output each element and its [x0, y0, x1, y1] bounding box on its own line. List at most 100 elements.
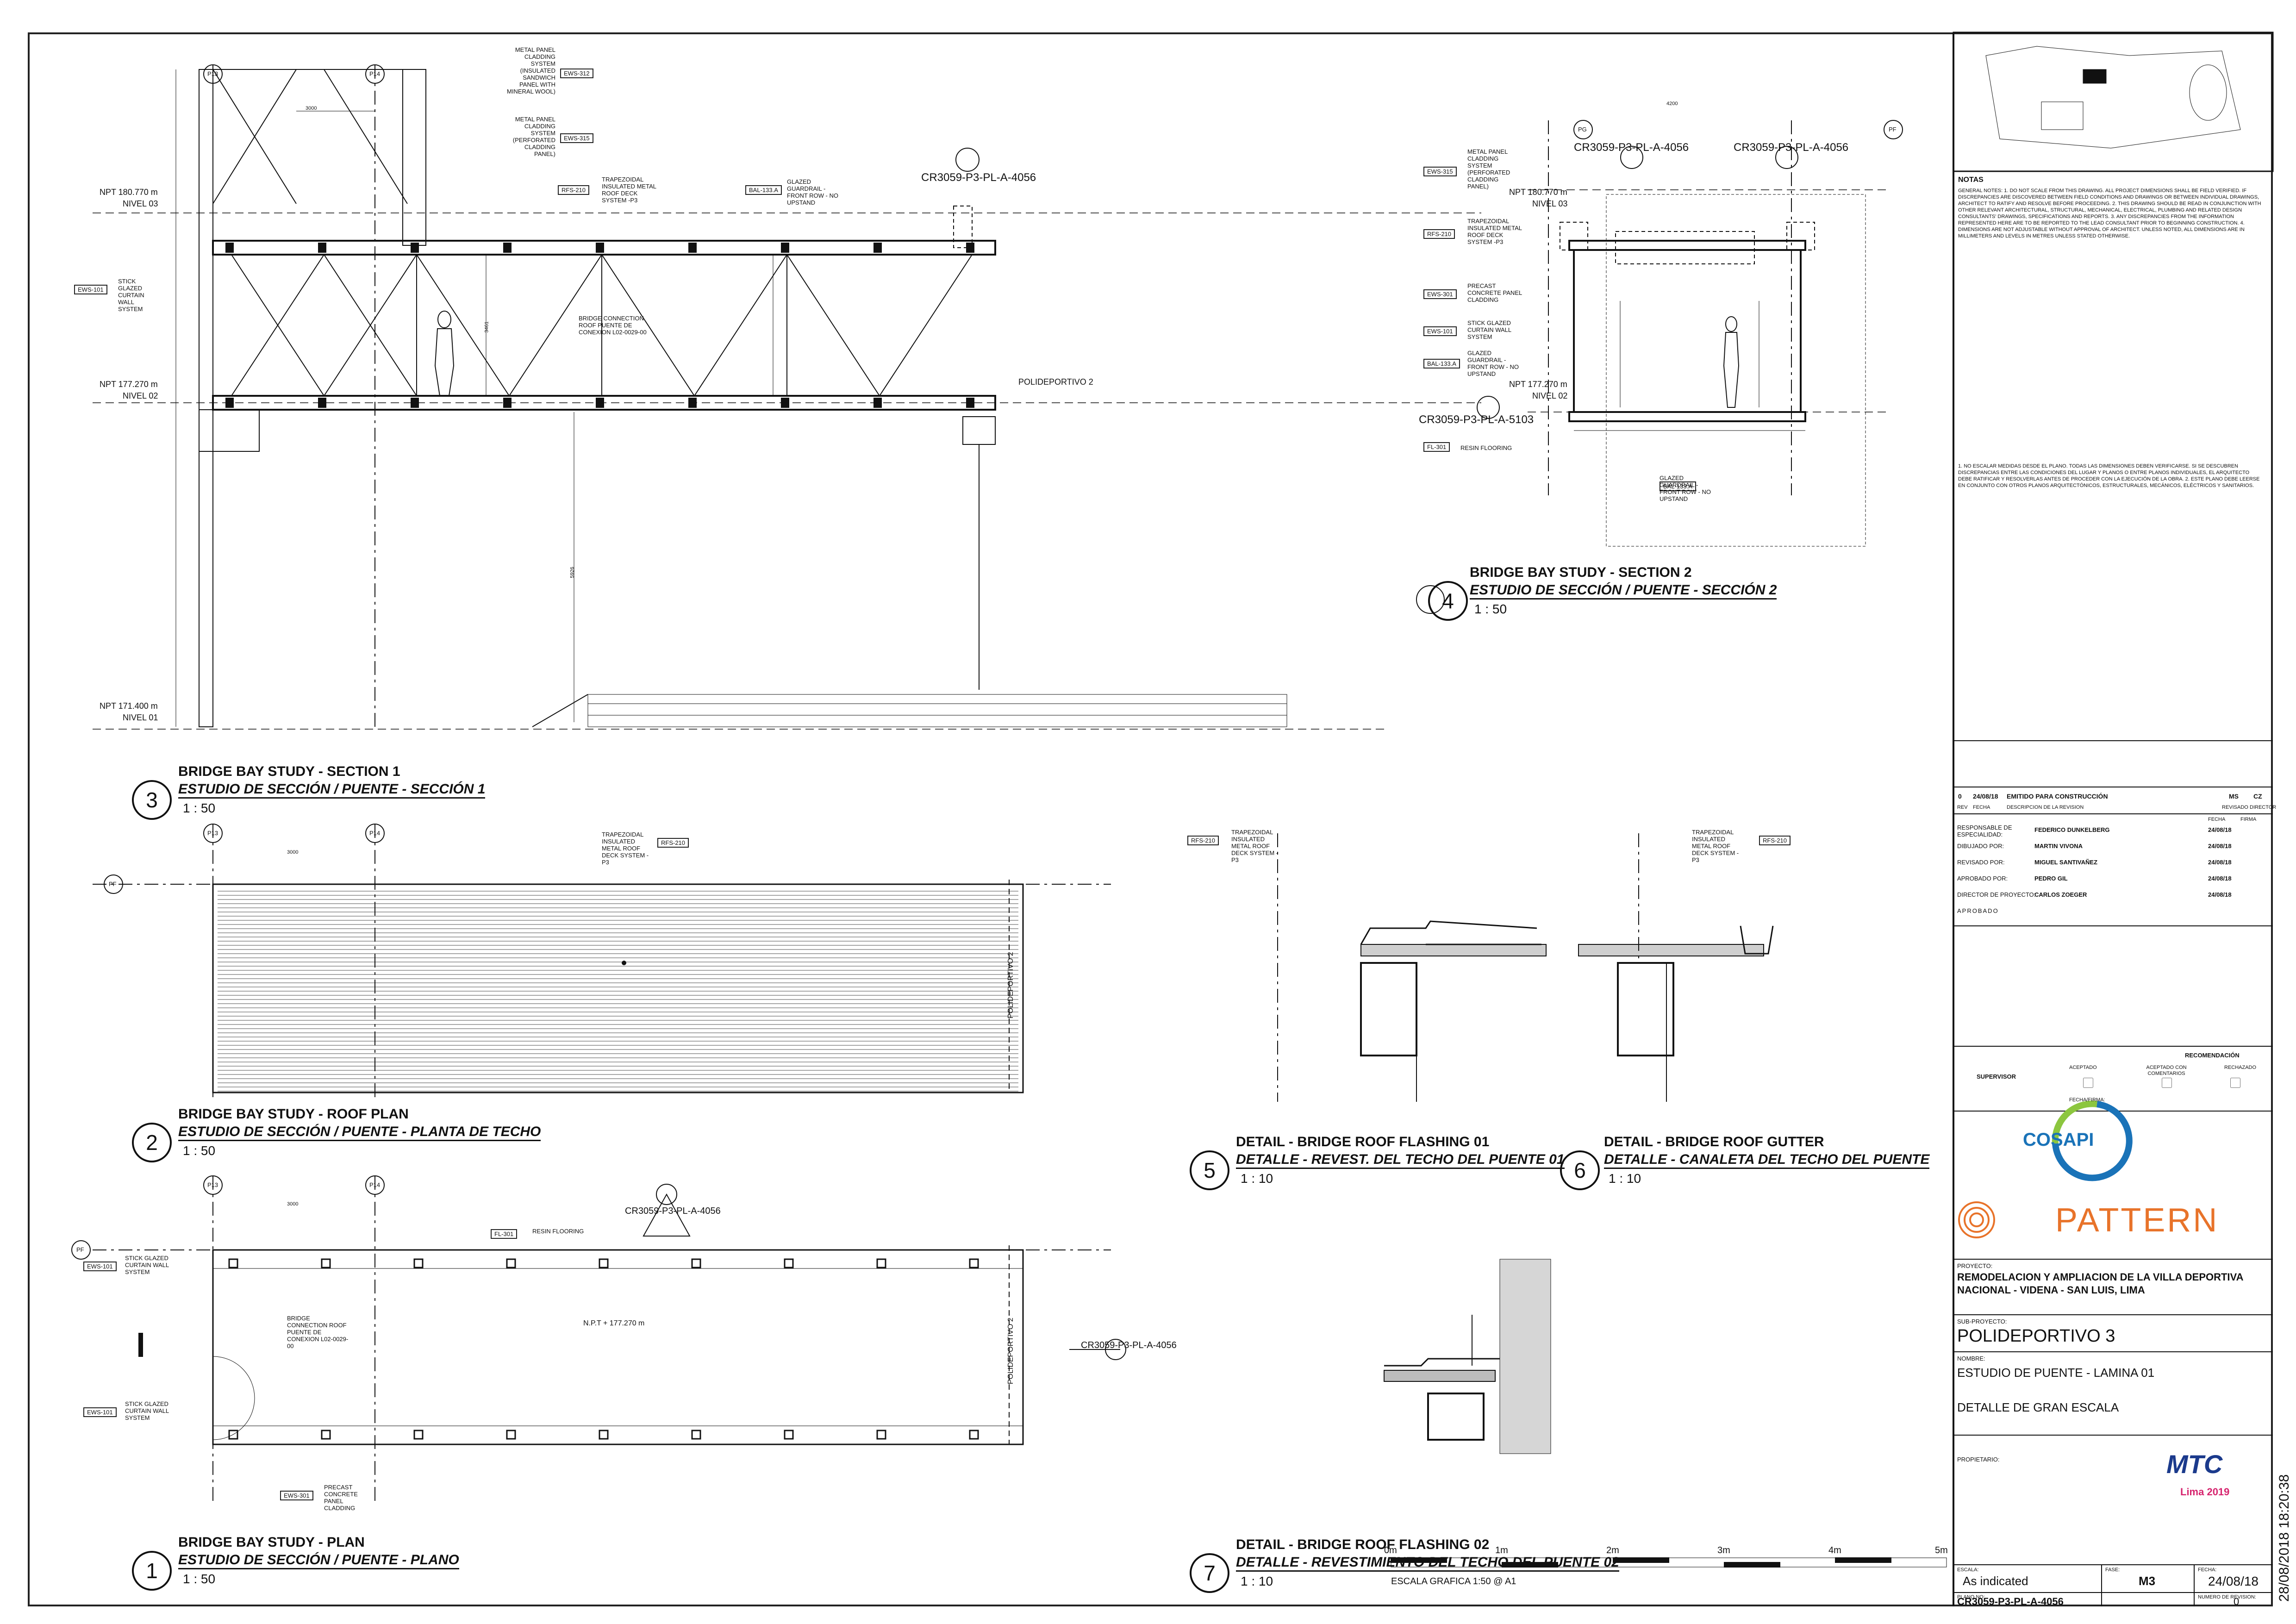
rev-hdr-director: DIRECTOR	[2250, 805, 2277, 810]
supervisor-aceptado: ACEPTADO	[2069, 1065, 2097, 1070]
drawing-frame	[28, 32, 2273, 1606]
subproyecto-label: SUB-PROYECTO:	[1957, 1318, 2007, 1325]
label-stick-glazed-pl1: STICK GLAZED CURTAIN WALL SYSTEM	[125, 1255, 169, 1275]
level-n03-value: NPT 180.770 m	[100, 187, 158, 197]
plan-drawing	[71, 1175, 1126, 1505]
scale-bar-graphic	[1391, 1557, 1947, 1568]
dim-3461-s1: 3461	[484, 321, 490, 333]
rev-desc: EMITIDO PARA CONSTRUCCIÓN	[2007, 793, 2108, 800]
signoff-role-4: DIRECTOR DE PROYECTO:	[1957, 891, 2036, 898]
signoff-role-3: APROBADO POR:	[1957, 875, 2008, 882]
lima2019-logo: Lima 2019	[2180, 1486, 2230, 1498]
label-glazed-guard-s2b: GLAZED GUARDRAIL - FRONT ROW - NO UPSTAN…	[1660, 475, 1711, 502]
label-bridge-conn-s1: BRIDGE CONNECTION ROOF PUENTE DE CONEXIO…	[579, 315, 647, 336]
scale-tick-2: 2m	[1606, 1545, 1619, 1555]
grid-pf-pl: PF	[76, 1246, 84, 1253]
tag-ews315: EWS-315	[560, 133, 593, 143]
detail5-drawing	[1277, 833, 1547, 1102]
tag-ews301-s2: EWS-301	[1423, 289, 1457, 299]
view7-title-en: DETAIL - BRIDGE ROOF FLASHING 02	[1236, 1537, 1490, 1552]
print-timestamp: 28/08/2018 18:20:38	[2277, 1474, 2292, 1602]
view2-scale: 1 : 50	[183, 1143, 216, 1158]
s2-level-n02-value: NPT 177.270 m	[1509, 380, 1567, 389]
tag-bal133-s2: BAL-133.A	[1423, 359, 1460, 369]
notes-en: GENERAL NOTES: 1. DO NOT SCALE FROM THIS…	[1958, 188, 2261, 239]
supervisor-aceptado-checkbox[interactable]	[2083, 1078, 2093, 1088]
view1-scale: 1 : 50	[183, 1572, 216, 1586]
view4-title-es: ESTUDIO DE SECCIÓN / PUENTE - SECCIÓN 2	[1470, 582, 1777, 600]
nombre-line1: ESTUDIO DE PUENTE - LAMINA 01	[1957, 1366, 2155, 1380]
fecha-label: FECHA:	[2198, 1567, 2217, 1573]
signoff-name-3: PEDRO GIL	[2034, 875, 2068, 882]
supervisor-recomendacion: RECOMENDACIÓN	[2185, 1052, 2240, 1059]
label-poli2-pl: POLIDEPORTIVO 2	[1007, 1318, 1015, 1384]
tag-bal133-s1: BAL-133.A	[745, 185, 782, 195]
level-n01-name: NIVEL 01	[123, 713, 158, 722]
signoff-role-2: REVISADO POR:	[1957, 859, 2005, 866]
label-resin-s2: RESIN FLOORING	[1460, 444, 1512, 451]
view3-number: 3	[132, 780, 172, 820]
supervisor-fecha-firma: FECHA/FIRMA:	[2069, 1097, 2105, 1103]
supervisor-rechazado-checkbox[interactable]	[2230, 1078, 2240, 1088]
label-trap-roof-d6: TRAPEZOIDAL INSULATED METAL ROOF DECK SY…	[1692, 829, 1739, 863]
numrev-label: NUMERO DE REVISION:	[2198, 1594, 2256, 1600]
label-glazed-guard-s1: GLAZED GUARDRAIL - FRONT ROW - NO UPSTAN…	[787, 178, 838, 206]
view4-title-en: BRIDGE BAY STUDY - SECTION 2	[1470, 565, 1692, 580]
section2-drawing	[1416, 120, 1903, 614]
tag-fl301-s2: FL-301	[1423, 442, 1450, 452]
view3-scale: 1 : 50	[183, 801, 216, 815]
label-metal-panel-perf: METAL PANEL CLADDING SYSTEM (PERFORATED …	[512, 116, 555, 157]
signoff-hdr-fecha: FECHA	[2208, 817, 2226, 822]
view2-title-en: BRIDGE BAY STUDY - ROOF PLAN	[178, 1106, 409, 1122]
ref-6[interactable]: CR3059-P3-PL-A-4056	[1734, 141, 1849, 154]
tag-rfs210-s1: RFS-210	[558, 185, 590, 195]
signoff-name-2: MIGUEL SANTIVAÑEZ	[2034, 859, 2098, 866]
label-metal-panel-ins: METAL PANEL CLADDING SYSTEM (INSULATED S…	[507, 46, 555, 95]
notes-es: 1. NO ESCALAR MEDIDAS DESDE EL PLANO. TO…	[1958, 463, 2260, 488]
tag-ews101-s2: EWS-101	[1423, 326, 1457, 336]
label-npt-plan: N.P.T + 177.270 m	[583, 1319, 645, 1327]
key-plan	[1953, 31, 2274, 172]
ref-7[interactable]: CR3059-P3-PL-A-4056	[921, 171, 1036, 184]
ref-1[interactable]: CR3059-P3-PL-A-5103	[1419, 413, 1534, 426]
grid-p13-pl: P13	[207, 1181, 218, 1188]
signoff-name-0: FEDERICO DUNKELBERG	[2034, 826, 2110, 833]
fase-value: M3	[2139, 1574, 2156, 1588]
title-block-rules	[1953, 171, 2273, 1606]
detail7-drawing	[1384, 1259, 1551, 1454]
s2-level-n02-name: NIVEL 02	[1532, 391, 1568, 400]
label-glazed-guard-s2: GLAZED GUARDRAIL - FRONT ROW - NO UPSTAN…	[1467, 350, 1519, 377]
dim-3000-s1: 3000	[306, 106, 317, 111]
rev-director: CZ	[2253, 793, 2262, 800]
tag-bal133-s2b: BAL-133.A	[1660, 481, 1696, 491]
propietario-label: PROPIETARIO:	[1957, 1456, 2000, 1463]
supervisor-label: SUPERVISOR	[1977, 1073, 2016, 1080]
view1-number: 1	[132, 1551, 172, 1591]
section1-drawing	[93, 64, 1481, 731]
supervisor-aceptado-com-checkbox[interactable]	[2162, 1078, 2172, 1088]
rev-hdr-revisado: REVISADO	[2222, 805, 2248, 810]
ref-3[interactable]: CR3059-P3-PL-A-4056	[1081, 1340, 1177, 1350]
grid-pf-rp: PF	[109, 881, 117, 887]
grid-p14-rp: P14	[369, 830, 381, 837]
view6-title-es: DETALLE - CANALETA DEL TECHO DEL PUENTE	[1604, 1152, 1930, 1169]
label-poli2-rp: POLIDEPORTIVO 2	[1007, 952, 1015, 1018]
detail6-drawing	[1578, 833, 1774, 1102]
ref-4[interactable]: CR3059-P3-PL-A-4056	[625, 1206, 721, 1216]
scale-tick-4: 4m	[1828, 1545, 1841, 1555]
nombre-label: NOMBRE:	[1957, 1355, 1985, 1362]
plano-label: PLANO NO:	[1957, 1594, 1985, 1600]
view6-title-en: DETAIL - BRIDGE ROOF GUTTER	[1604, 1134, 1824, 1149]
view7-scale: 1 : 10	[1241, 1574, 1273, 1588]
view1-title-es: ESTUDIO DE SECCIÓN / PUENTE - PLANO	[178, 1552, 459, 1569]
signoff-name-1: MARTIN VIVONA	[2034, 843, 2083, 849]
view3-title-es: ESTUDIO DE SECCIÓN / PUENTE - SECCIÓN 1	[178, 781, 486, 799]
level-n01-value: NPT 171.400 m	[100, 701, 158, 711]
cosapi-logo: COSAPI	[2023, 1130, 2094, 1150]
notes-heading: NOTAS	[1958, 176, 1984, 184]
tag-ews301-pl: EWS-301	[280, 1491, 313, 1500]
level-n03-name: NIVEL 03	[123, 199, 158, 208]
signoff-hdr-firma: FIRMA	[2240, 817, 2257, 822]
ref-5[interactable]: CR3059-P3-PL-A-4056	[1574, 141, 1689, 154]
